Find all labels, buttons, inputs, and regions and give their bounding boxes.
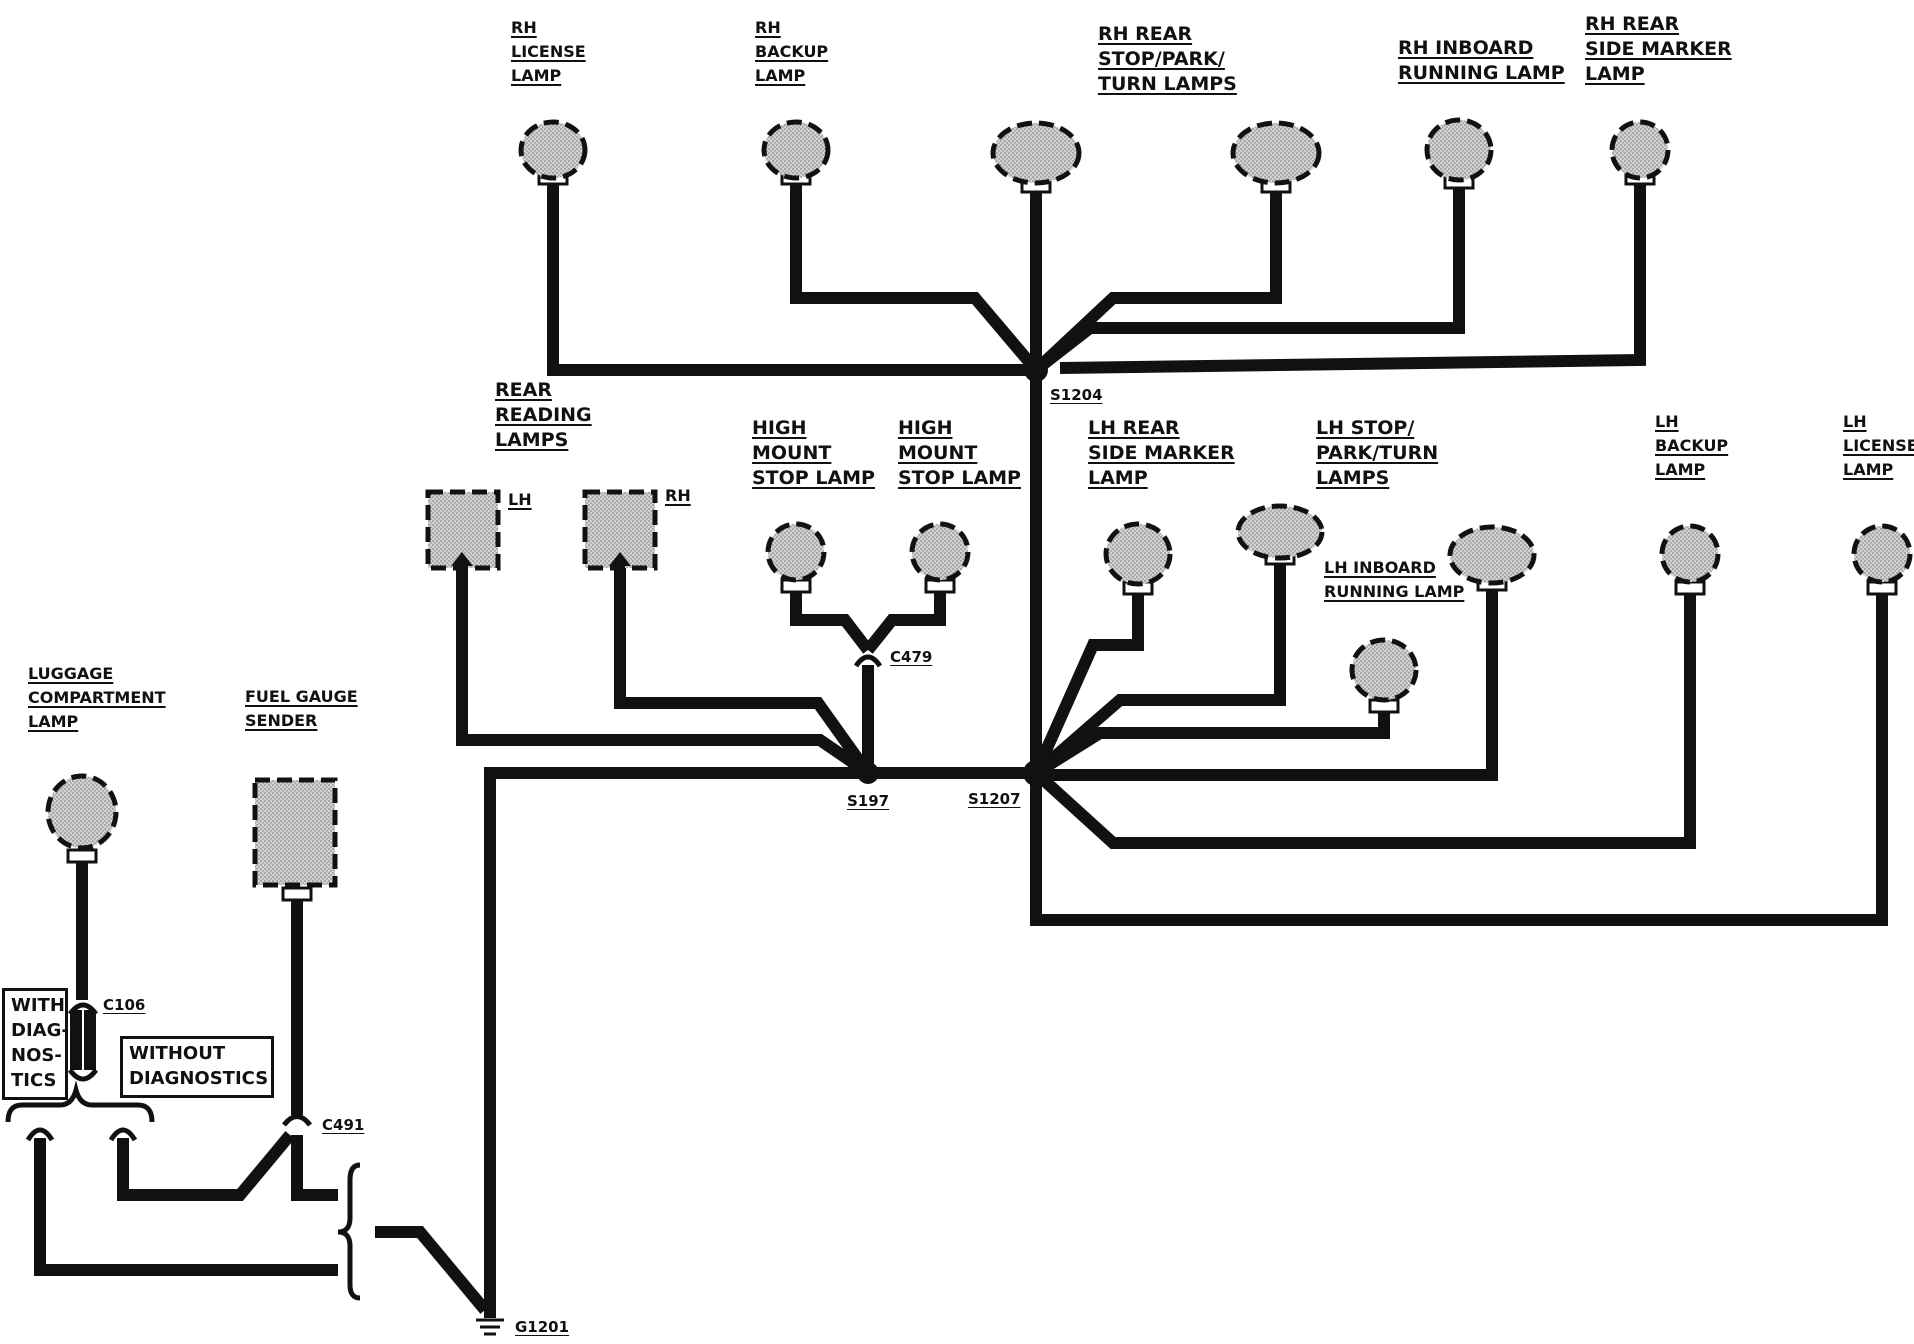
connector-symbols bbox=[5, 654, 883, 1301]
connector-c106-symbol bbox=[67, 1002, 99, 1016]
label-rh-inboard-running: RH INBOARD RUNNING LAMP bbox=[1398, 37, 1565, 84]
wire-lh-stop-park-turn-2 bbox=[1036, 585, 1498, 781]
lh-stop-lamp-bulb-2 bbox=[1447, 524, 1537, 586]
label-rear-reading-lamps: REAR READING LAMPS bbox=[495, 379, 592, 451]
wire-with-diag-to-brace bbox=[34, 1138, 338, 1276]
arrow-reading-lh bbox=[451, 552, 473, 566]
wire-lh-backup bbox=[1031, 588, 1696, 849]
wires bbox=[34, 178, 1888, 1318]
neck-high-mount-2 bbox=[924, 578, 956, 594]
wire-rh-backup bbox=[790, 178, 1041, 374]
reading-lamp-lh-box bbox=[425, 489, 501, 571]
rh-inboard-running-lamp-bulb bbox=[1424, 117, 1494, 183]
rh-side-marker-lamp-bulb bbox=[1609, 119, 1671, 181]
connector-with-diag-end bbox=[25, 1127, 55, 1142]
ground-g1201-label: G1201 bbox=[515, 1318, 570, 1336]
wire-rh-license bbox=[547, 178, 1036, 376]
neck-lh-backup bbox=[1674, 580, 1706, 596]
connector-c106-lower bbox=[67, 1068, 99, 1082]
splice-s197-label: S197 bbox=[847, 792, 890, 810]
label-rh-rear-side-marker: RH REAR SIDE MARKER LAMP bbox=[1585, 13, 1732, 85]
connector-without-diag-end bbox=[108, 1127, 138, 1142]
splices bbox=[857, 358, 1049, 786]
without-diagnostics-box: WITHOUT DIAGNOSTICS bbox=[120, 1036, 274, 1098]
label-lh-rear-side-marker: LH REAR SIDE MARKER LAMP bbox=[1088, 417, 1235, 489]
ground-symbol bbox=[476, 1318, 504, 1336]
arrow-heads bbox=[451, 552, 631, 566]
connector-c491-symbol bbox=[282, 1114, 312, 1127]
wire-brace-to-ground bbox=[375, 1226, 490, 1314]
lh-stop-lamp-bulb-1 bbox=[1235, 503, 1325, 561]
splice-s197-dot bbox=[857, 762, 879, 784]
label-fuel-gauge-sender: FUEL GAUGE SENDER bbox=[245, 687, 358, 730]
high-mount-stop-lamp-bulb-2 bbox=[909, 521, 971, 583]
wire-lh-inboard-running bbox=[1032, 705, 1390, 779]
brace-top bbox=[5, 1080, 155, 1123]
lh-side-marker-lamp-bulb bbox=[1103, 521, 1173, 587]
wire-lh-license bbox=[1030, 588, 1888, 926]
rh-backup-lamp-bulb bbox=[761, 119, 831, 181]
label-lh-stop-park-turn: LH STOP/ PARK/TURN LAMPS bbox=[1316, 417, 1439, 489]
rh-rear-stop-lamp-bulb-1 bbox=[990, 120, 1082, 186]
with-diagnostics-box: WITH DIAG- NOS- TICS bbox=[2, 988, 69, 1100]
brace-right bbox=[337, 1162, 361, 1301]
connector-c491-label: C491 bbox=[322, 1116, 365, 1134]
label-lh-license-lamp: LH LICENSE LAMP bbox=[1843, 412, 1914, 479]
wire-without-diag-to-c491 bbox=[117, 1131, 295, 1201]
wire-lh-stop-park-turn-1 bbox=[1032, 555, 1286, 778]
rh-rear-stop-lamp-bulb-2 bbox=[1230, 120, 1322, 186]
wire-reading-rh bbox=[614, 568, 873, 777]
label-rh-license-lamp: RH LICENSE LAMP bbox=[511, 18, 586, 85]
label-high-mount-stop-2: HIGH MOUNT STOP LAMP bbox=[898, 417, 1021, 489]
label-rh-backup-lamp: RH BACKUP LAMP bbox=[755, 18, 829, 85]
splice-s1207-label: S1207 bbox=[968, 790, 1021, 808]
rh-license-lamp-bulb bbox=[518, 119, 588, 181]
splice-s1204-label: S1204 bbox=[1050, 386, 1103, 404]
connector-c479-symbol bbox=[853, 654, 883, 668]
wire-c491-to-brace bbox=[291, 1135, 338, 1201]
neck-luggage bbox=[66, 848, 98, 864]
neck-high-mount-1 bbox=[780, 578, 812, 594]
label-high-mount-stop-1: HIGH MOUNT STOP LAMP bbox=[752, 417, 875, 489]
label-lh-inboard-running: LH INBOARD RUNNING LAMP bbox=[1324, 558, 1465, 601]
fuel-gauge-sender-box bbox=[252, 777, 338, 888]
neck-lh-license bbox=[1866, 580, 1898, 596]
splice-s1207-dot bbox=[1023, 760, 1049, 786]
connector-c106-label: C106 bbox=[103, 996, 146, 1014]
wire-lh-side-marker bbox=[1030, 588, 1144, 776]
label-reading-rh: RH bbox=[665, 486, 691, 505]
lh-backup-lamp-bulb bbox=[1659, 523, 1721, 585]
wire-high-mount-1 bbox=[790, 588, 873, 654]
lh-license-lamp-bulb bbox=[1851, 523, 1913, 585]
wire-rh-inboard-running bbox=[1032, 182, 1465, 375]
label-lh-backup-lamp: LH BACKUP LAMP bbox=[1655, 412, 1729, 479]
lh-inboard-running-lamp-bulb bbox=[1349, 637, 1419, 703]
label-reading-lh: LH bbox=[508, 490, 532, 509]
splice-s1204-dot bbox=[1024, 358, 1048, 382]
wire-rh-side-marker bbox=[1059, 178, 1646, 374]
wire-reading-lh bbox=[456, 568, 872, 778]
connector-c479-label: C479 bbox=[890, 648, 933, 666]
arrow-reading-rh bbox=[609, 552, 631, 566]
wire-s197-to-ground bbox=[484, 767, 868, 1318]
luggage-compartment-lamp-bulb bbox=[45, 773, 119, 851]
label-rh-rear-stop-park-turn: RH REAR STOP/PARK/ TURN LAMPS bbox=[1098, 23, 1237, 95]
high-mount-stop-lamp-bulb-1 bbox=[765, 521, 827, 583]
label-luggage-compartment-lamp: LUGGAGE COMPARTMENT LAMP bbox=[28, 664, 166, 731]
wire-high-mount-2 bbox=[863, 588, 946, 654]
neck-fuel-gauge bbox=[281, 886, 313, 902]
